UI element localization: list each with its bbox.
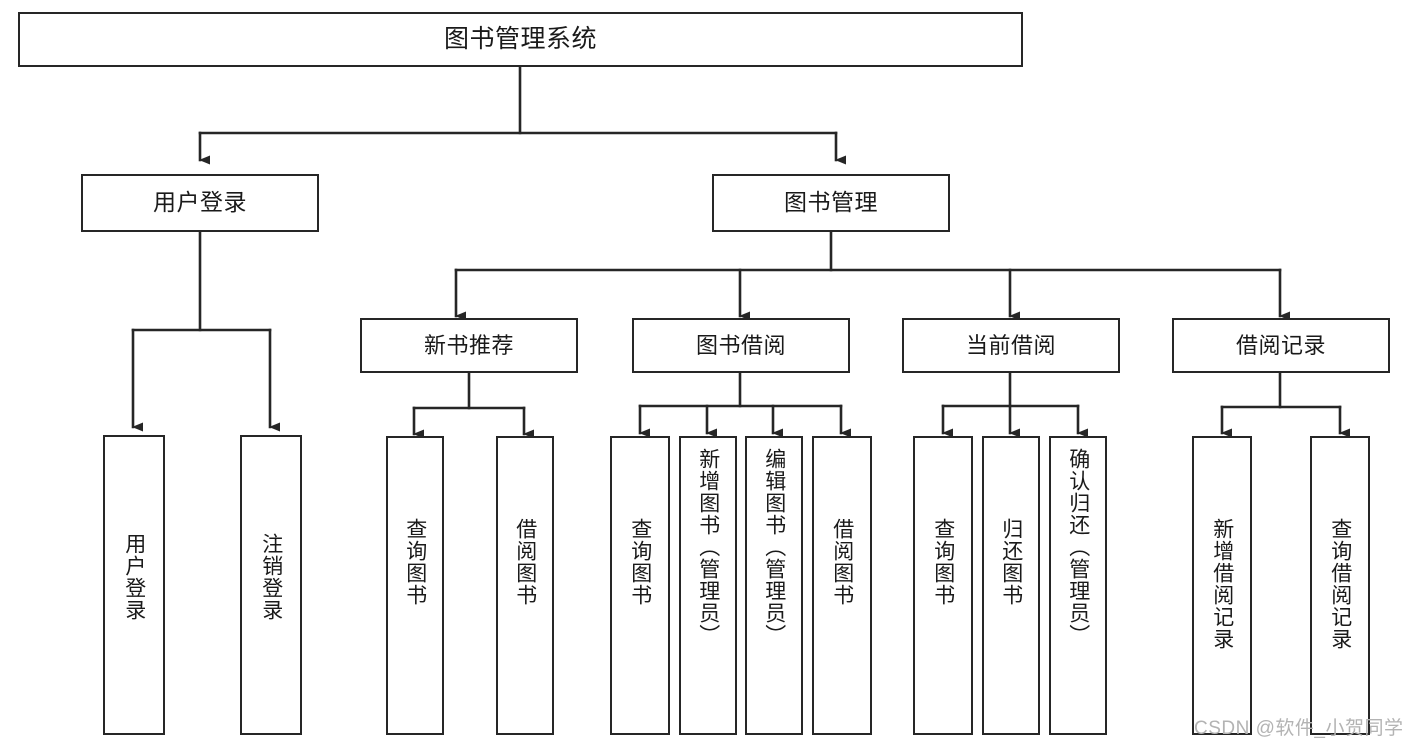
node-leaf-record-query-label: 查询借阅记录 xyxy=(1328,518,1352,650)
node-leaf-record-add[interactable]: 新增借阅记录 xyxy=(1192,436,1252,735)
node-new-book-recommend-label: 新书推荐 xyxy=(423,332,514,358)
node-leaf-current-confirm-return-label: 确认归还（管理员） xyxy=(1066,448,1090,646)
node-borrow-record-label: 借阅记录 xyxy=(1235,332,1326,358)
node-leaf-borrow-add-book-label: 新增图书（管理员） xyxy=(696,448,720,646)
node-book-management-label: 图书管理 xyxy=(784,189,878,216)
node-leaf-new-book-query[interactable]: 查询图书 xyxy=(386,436,444,735)
node-new-book-recommend[interactable]: 新书推荐 xyxy=(360,318,578,373)
node-book-borrow[interactable]: 图书借阅 xyxy=(632,318,850,373)
node-leaf-current-confirm-return[interactable]: 确认归还（管理员） xyxy=(1049,436,1107,735)
node-leaf-current-query-book-label: 查询图书 xyxy=(931,518,955,606)
node-book-borrow-label: 图书借阅 xyxy=(695,332,786,358)
node-root-system-label: 图书管理系统 xyxy=(443,24,597,53)
node-leaf-new-book-query-label: 查询图书 xyxy=(403,518,427,606)
node-leaf-new-book-borrow[interactable]: 借阅图书 xyxy=(496,436,554,735)
csdn-watermark: CSDN @软件_小贺同学 xyxy=(1194,718,1404,739)
node-root-system[interactable]: 图书管理系统 xyxy=(18,12,1023,67)
node-leaf-borrow-edit-book[interactable]: 编辑图书（管理员） xyxy=(745,436,803,735)
node-leaf-record-add-label: 新增借阅记录 xyxy=(1210,518,1234,650)
node-leaf-new-book-borrow-label: 借阅图书 xyxy=(513,518,537,606)
node-user-login-label: 用户登录 xyxy=(153,189,247,216)
node-current-borrow[interactable]: 当前借阅 xyxy=(902,318,1120,373)
node-leaf-user-login-signin[interactable]: 用户登录 xyxy=(103,435,165,735)
node-leaf-borrow-borrow-book[interactable]: 借阅图书 xyxy=(812,436,872,735)
node-leaf-borrow-borrow-book-label: 借阅图书 xyxy=(830,518,854,606)
node-leaf-borrow-query-book-label: 查询图书 xyxy=(628,518,652,606)
node-leaf-borrow-add-book[interactable]: 新增图书（管理员） xyxy=(679,436,737,735)
node-leaf-current-query-book[interactable]: 查询图书 xyxy=(913,436,973,735)
node-leaf-borrow-query-book[interactable]: 查询图书 xyxy=(610,436,670,735)
node-leaf-user-login-signin-label: 用户登录 xyxy=(122,533,146,621)
node-leaf-borrow-edit-book-label: 编辑图书（管理员） xyxy=(762,448,786,646)
node-leaf-current-return-book-label: 归还图书 xyxy=(999,518,1023,606)
node-leaf-user-login-signout-label: 注销登录 xyxy=(259,533,283,621)
node-leaf-user-login-signout[interactable]: 注销登录 xyxy=(240,435,302,735)
node-leaf-record-query[interactable]: 查询借阅记录 xyxy=(1310,436,1370,735)
node-leaf-current-return-book[interactable]: 归还图书 xyxy=(982,436,1040,735)
node-book-management[interactable]: 图书管理 xyxy=(712,174,950,232)
node-borrow-record[interactable]: 借阅记录 xyxy=(1172,318,1390,373)
node-user-login[interactable]: 用户登录 xyxy=(81,174,319,232)
node-current-borrow-label: 当前借阅 xyxy=(965,332,1056,358)
